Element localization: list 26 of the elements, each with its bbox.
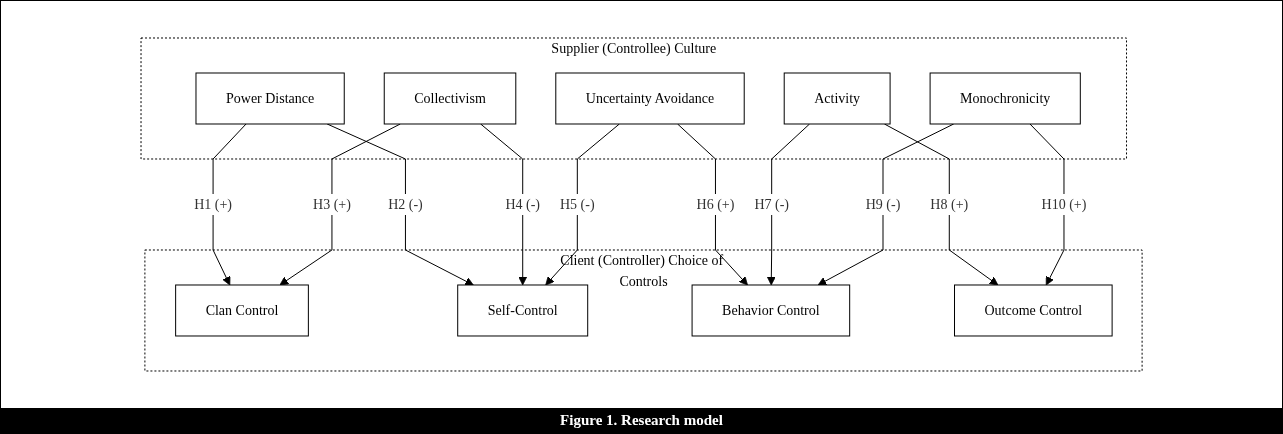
edge-label: H1 (+) [194, 196, 232, 212]
edge-label: H4 (-) [505, 196, 540, 212]
figure-caption: Figure 1. Research model [1, 408, 1282, 433]
edge-label: H9 (-) [865, 196, 901, 212]
node-box: Monochronicity [929, 72, 1081, 125]
edge-label: H6 (+) [696, 196, 735, 212]
node-box: Activity [783, 72, 891, 125]
arrow [766, 123, 810, 286]
edge-label: H5 (-) [559, 196, 595, 212]
arrow [480, 123, 528, 286]
node-box: Behavior Control [691, 284, 851, 337]
edge-label: H2 (-) [388, 196, 423, 212]
node-box: Outcome Control [953, 284, 1113, 337]
edge-label: H3 (+) [312, 196, 351, 212]
arrow [545, 123, 620, 286]
node-box: Power Distance [195, 72, 345, 125]
node-box: Uncertainty Avoidance [555, 72, 745, 125]
edge-label: H10 (+) [1041, 196, 1087, 212]
edge-label: H7 (-) [754, 196, 789, 212]
node-box: Clan Control [175, 284, 309, 337]
node-box: Self-Control [457, 284, 589, 337]
node-box: Collectivism [383, 72, 517, 125]
arrow [1029, 123, 1065, 286]
arrow [212, 123, 247, 286]
edge-label: H8 (+) [930, 196, 969, 212]
arrow [677, 123, 748, 286]
